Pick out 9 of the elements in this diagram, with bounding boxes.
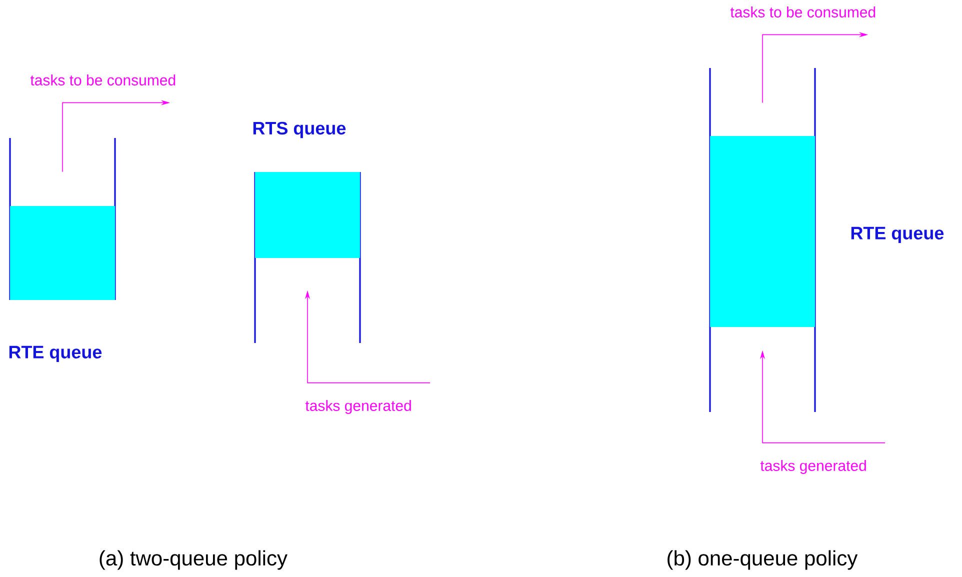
flow-label: tasks generated [305,400,411,414]
flow-label: tasks to be consumed [30,74,176,86]
caption: (b) one-queue policy [668,550,858,570]
queue-label: RTE queue [851,226,944,244]
caption: (a) two-queue policy [100,550,288,570]
queue-label: RTS queue [253,122,346,138]
flow-label: tasks to be consumed [730,6,876,18]
flow-label: tasks generated [760,460,866,474]
queue-label: RTE queue [9,346,102,362]
